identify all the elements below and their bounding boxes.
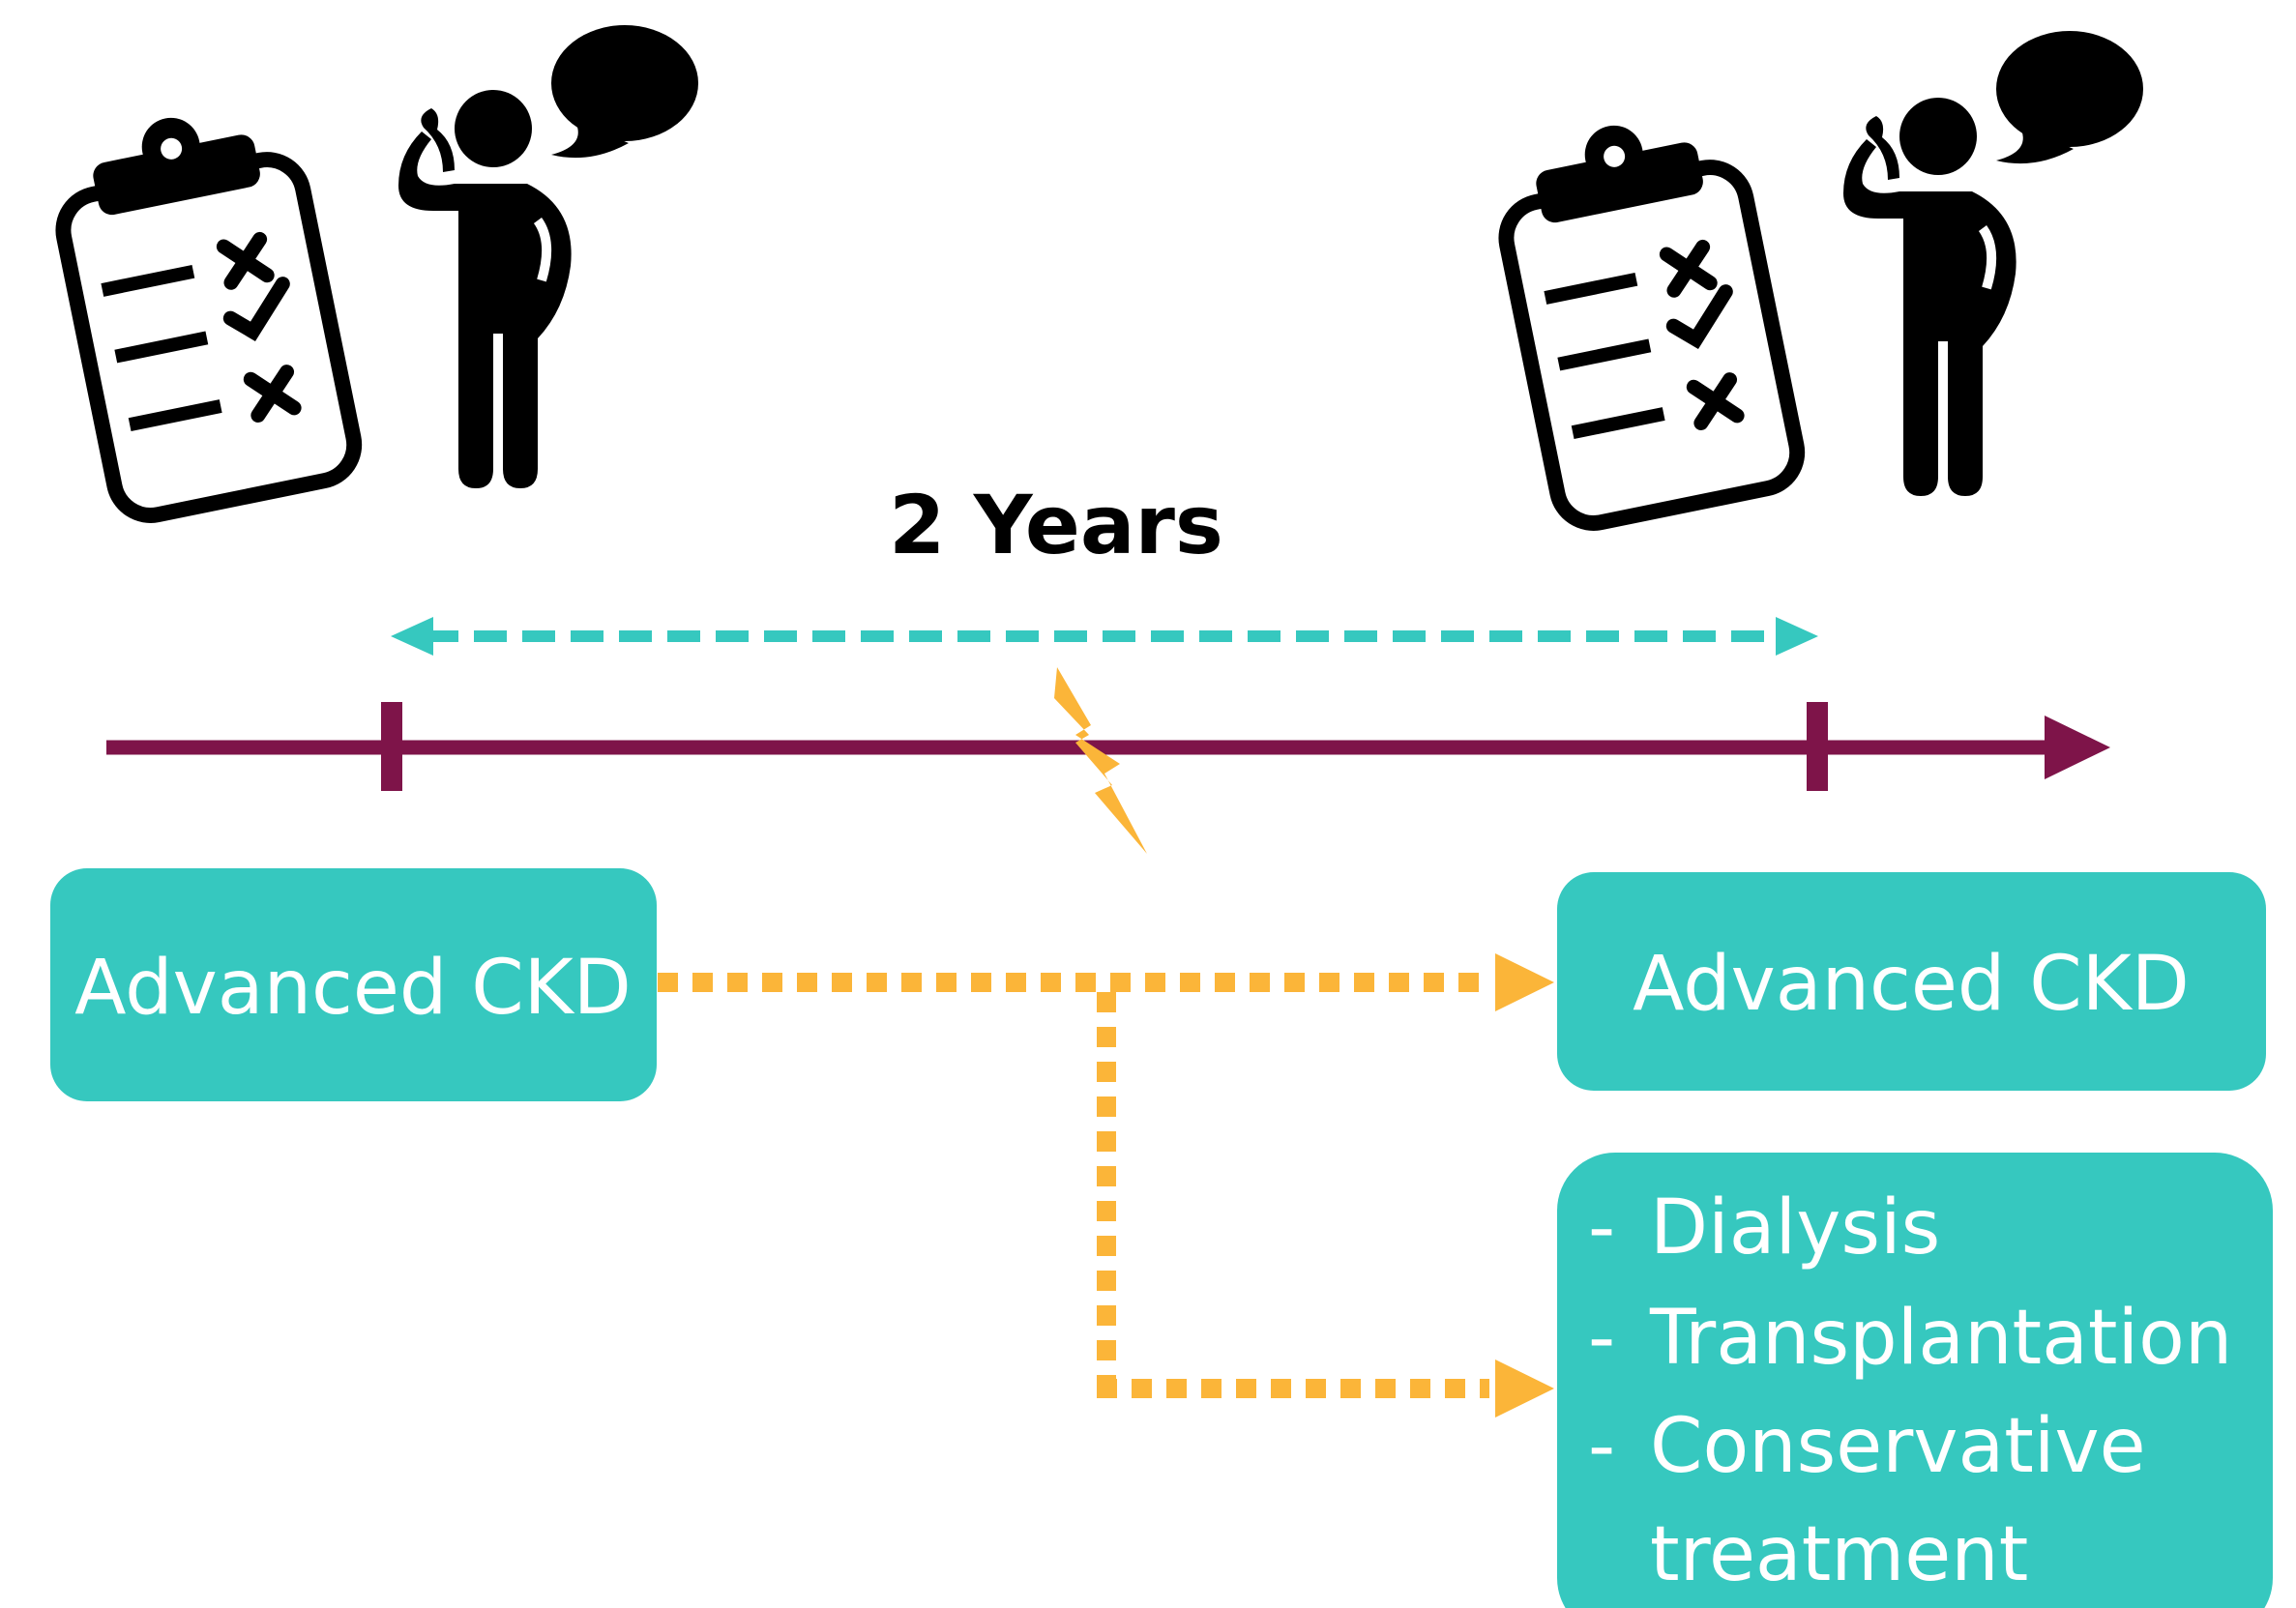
person-on-phone-icon [1843, 98, 2016, 496]
timeline-arrowhead [2045, 716, 2110, 779]
treatment-bullet: - [1588, 1295, 1615, 1382]
timeline-tick-end [1807, 702, 1828, 791]
outcome-box-advanced-ckd: Advanced CKD [1557, 872, 2266, 1091]
baseline-box-label: Advanced CKD [74, 945, 632, 1032]
timeline-axis [106, 702, 2110, 791]
outcome-box-treatments: - Dialysis - Transplantation - Conservat… [1557, 1153, 2273, 1608]
lightning-bolt-icon [1054, 667, 1147, 854]
flow-arrows [658, 953, 1554, 1418]
duration-label: 2 Years [889, 478, 1223, 572]
duration-arrowhead-left [391, 617, 433, 656]
person-on-phone-icon [398, 90, 572, 488]
treatment-bullet: - [1588, 1184, 1615, 1272]
baseline-box: Advanced CKD [50, 868, 657, 1101]
clipboard-checklist-icon [1498, 125, 1806, 531]
speech-bubble-icon [551, 25, 698, 159]
flow-arrowhead-to-treatments [1495, 1359, 1554, 1418]
duration-arrowhead-right [1776, 617, 1818, 656]
treatment-item-conservative: Conservative [1650, 1403, 2146, 1490]
speech-bubble-icon [1996, 31, 2143, 164]
treatment-item-transplantation: Transplantation [1649, 1295, 2232, 1382]
outcome-box-label: Advanced CKD [1633, 941, 2190, 1028]
treatment-bullet: - [1588, 1403, 1615, 1490]
flow-arrowhead-to-advanced-ckd [1495, 953, 1554, 1011]
clipboard-checklist-icon [55, 117, 363, 523]
timeline-tick-start [381, 702, 402, 791]
treatment-item-conservative-continued: treatment [1650, 1511, 2028, 1598]
treatment-item-dialysis: Dialysis [1650, 1184, 1940, 1272]
duration-arrow [391, 617, 1818, 656]
